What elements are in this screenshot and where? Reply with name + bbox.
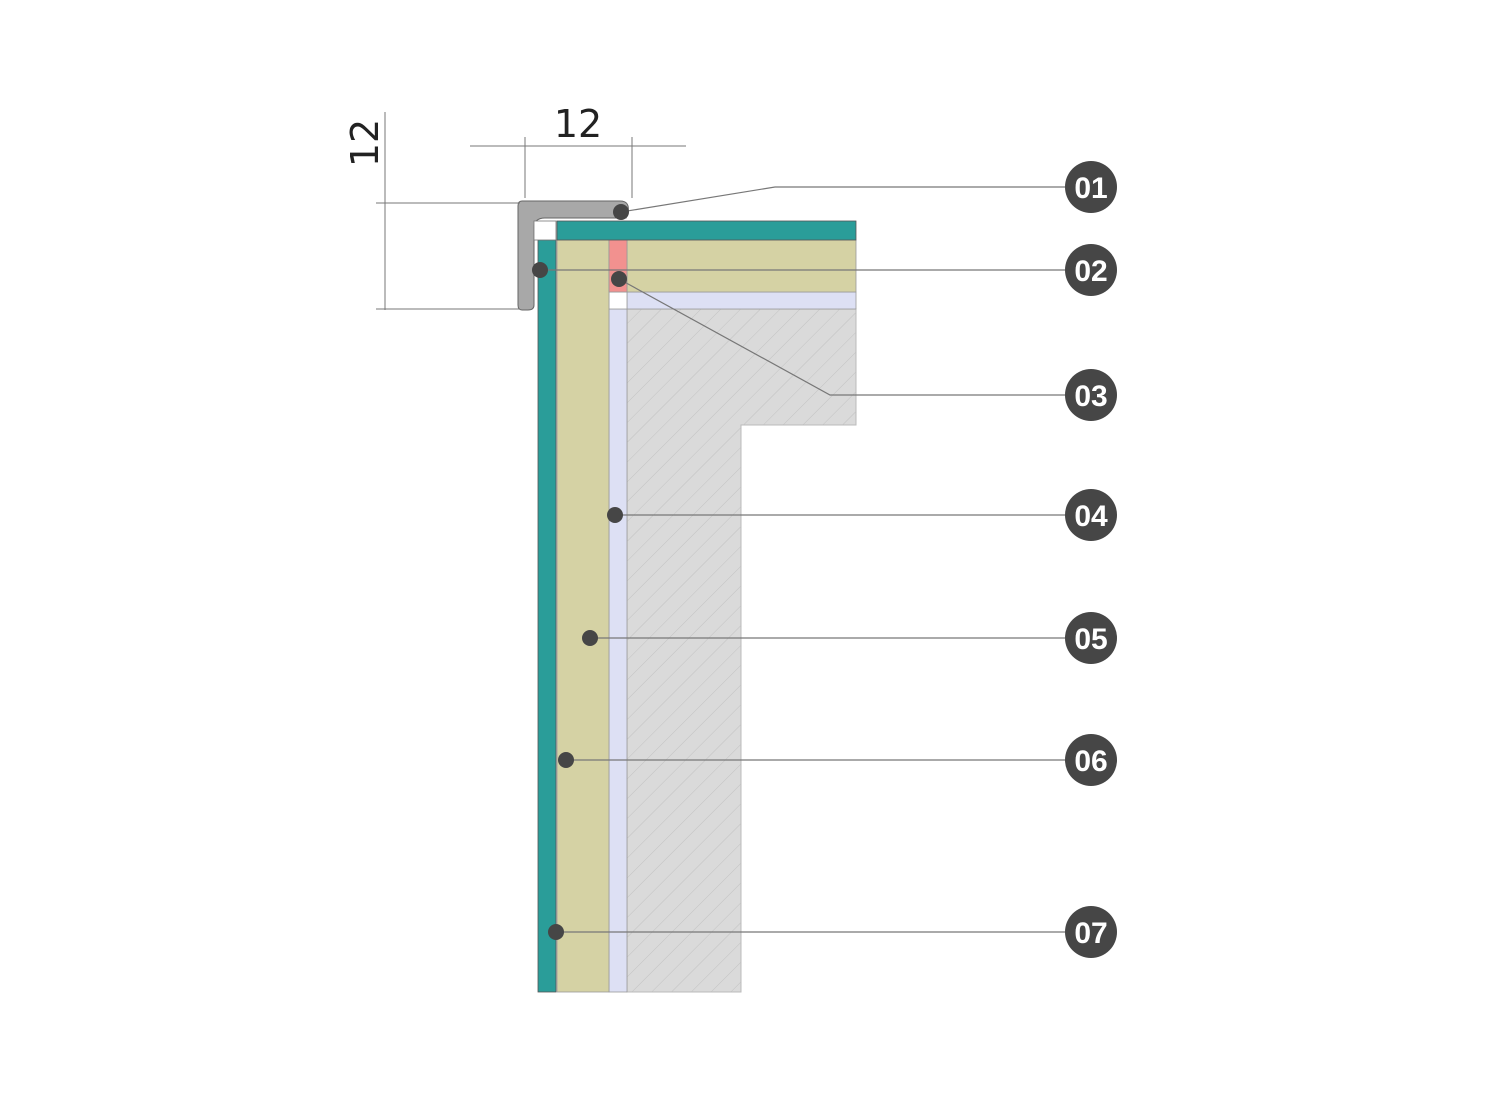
membrane-vertical xyxy=(608,308,628,993)
tile-vertical xyxy=(537,239,557,993)
concrete-substrate xyxy=(626,308,857,993)
callout-02: 02 xyxy=(1065,244,1117,296)
tile-horizontal xyxy=(556,220,857,241)
leader-lines xyxy=(540,186,1065,933)
leader-dots xyxy=(532,204,629,940)
dimension-lines xyxy=(376,112,686,310)
svg-text:04: 04 xyxy=(1074,500,1108,533)
dimension-height: 12 xyxy=(343,119,387,167)
membrane-horizontal xyxy=(626,291,857,310)
callout-04: 04 xyxy=(1065,489,1117,541)
callout-05: 05 xyxy=(1065,612,1117,664)
callout-01: 01 xyxy=(1065,161,1117,213)
dimension-width: 12 xyxy=(554,102,602,146)
svg-text:07: 07 xyxy=(1074,917,1107,950)
profile-gap xyxy=(533,220,557,241)
gap xyxy=(608,291,628,310)
callout-07: 07 xyxy=(1065,906,1117,958)
svg-text:03: 03 xyxy=(1074,380,1107,413)
svg-text:06: 06 xyxy=(1074,745,1107,778)
svg-text:02: 02 xyxy=(1074,255,1107,288)
callout-03: 03 xyxy=(1065,369,1117,421)
svg-text:01: 01 xyxy=(1074,172,1107,205)
callout-06: 06 xyxy=(1065,734,1117,786)
adhesive-horizontal xyxy=(626,239,857,293)
adhesive-vertical xyxy=(556,239,610,993)
svg-text:05: 05 xyxy=(1074,623,1107,656)
